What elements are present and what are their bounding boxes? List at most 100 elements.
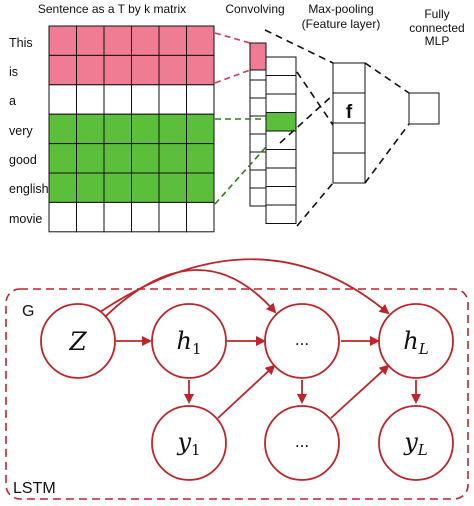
edge-z-hl-curve [99,258,390,315]
header-fully: Fully [424,7,449,21]
matrix-cell [76,172,105,203]
matrix-cell [131,201,160,233]
matrix-cell [158,54,187,86]
matrix-cell [158,25,187,56]
mlp-box [408,92,440,125]
sentence-matrix [48,25,215,233]
word-label: english [9,182,49,196]
cnn-architecture: Sentence as a T by k matrix Convolving M… [9,2,465,233]
header-connected: connected [409,21,464,35]
word-label: very [9,124,33,138]
matrix-cell [48,143,77,174]
matrix-cell [76,84,105,115]
matrix-cell [186,201,215,233]
conv-cell [265,186,297,206]
conv-cell [265,112,297,132]
conv-to-pool-line-2 [296,182,334,227]
matrix-cell [186,54,215,86]
header-feature-layer: (Feature layer) [302,17,381,31]
conv-column-back [249,42,267,207]
filter-green-bottom-line [214,146,267,205]
conv-cell [249,187,267,207]
conv-cell [265,167,297,187]
feature-label: f [346,102,353,123]
node-h1-label: h1 [176,327,201,358]
group-g-label: G [22,303,34,320]
matrix-cell [48,201,77,233]
matrix-cell [131,25,160,56]
node-z-label: Z [68,327,87,356]
matrix-cell [76,143,105,174]
node-ymid: ... [264,405,340,481]
matrix-cell [131,113,160,145]
node-h1: h1 [151,303,227,379]
filter-pink-bottom-line [214,69,251,84]
conv-cell [265,93,297,113]
edge-z-hmid-curve [105,269,277,317]
matrix-cell [103,84,132,115]
matrix-cell [158,113,187,145]
matrix-cell [131,84,160,115]
matrix-cell [48,172,77,203]
conv-cell-highlight [249,42,267,71]
node-z: Z [40,303,116,379]
matrix-cell [48,113,77,145]
conv-cell [265,75,297,95]
matrix-cell [131,143,160,174]
matrix-cell [48,84,77,115]
matrix-cell [76,54,105,86]
matrix-cell [103,113,132,145]
conv-to-pool-line-1 [264,29,334,64]
conv-cell [265,56,297,76]
conv-cell [249,97,267,117]
conv-cell [249,169,267,189]
matrix-cell [158,84,187,115]
edge-y1-hmid [217,364,276,419]
word-label: movie [9,212,42,226]
matrix-cell [186,143,215,174]
conv-column-front [265,56,297,224]
pool-cell [332,62,366,94]
node-hl: hL [378,303,454,379]
matrix-cell [103,201,132,233]
matrix-cell [158,201,187,233]
matrix-cell [48,54,77,86]
matrix-cell [131,54,160,86]
conv-to-pool-line-3 [296,71,334,126]
lstm-graphical-model: G LSTM Z h1 ... hL [5,258,469,500]
word-label: is [9,65,18,79]
matrix-cell [48,25,77,56]
matrix-cell [76,113,105,145]
matrix-cell [186,172,215,203]
node-hmid-label: ... [295,331,309,349]
pool-cell [332,152,366,184]
matrix-cell [76,25,105,56]
filter-pink-top-line [214,32,251,44]
lstm-label: LSTM [13,480,56,497]
matrix-cell [158,172,187,203]
node-hmid: ... [264,303,340,379]
matrix-cell [76,201,105,233]
node-y1: y1 [151,405,227,481]
node-hl-label: hL [403,327,428,358]
header-max-pooling: Max-pooling [308,2,373,16]
pool-to-mlp-line-bottom [364,123,410,184]
matrix-cell [158,143,187,174]
max-pooling-column [332,62,366,184]
node-y1-label: y1 [176,428,200,459]
edge-ymid-hl [330,364,390,419]
conv-cell [265,204,297,224]
node-yl-label: yL [403,428,428,459]
matrix-cell [186,84,215,115]
pool-to-mlp-line-top [364,62,410,94]
node-yl: yL [378,405,454,481]
conv-cell [265,149,297,169]
matrix-cell [103,54,132,86]
matrix-cell [186,25,215,56]
node-ymid-label: ... [295,433,309,451]
matrix-cell [131,172,160,203]
header-sentence-matrix: Sentence as a T by k matrix [38,2,186,16]
header-mlp: MLP [425,34,450,48]
pool-cell [332,122,366,154]
